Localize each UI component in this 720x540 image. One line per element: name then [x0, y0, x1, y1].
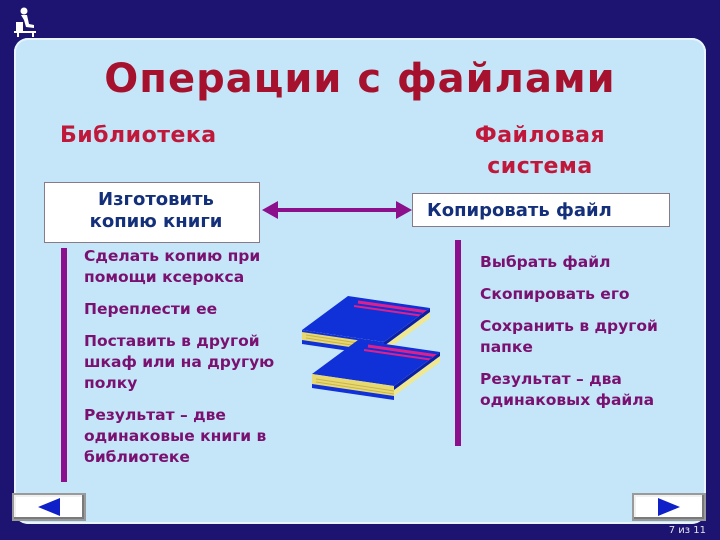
prev-slide-button[interactable]	[12, 493, 86, 521]
right-step-list: Выбрать файл Скопировать его Сохранить в…	[480, 252, 690, 422]
triangle-right-icon	[658, 498, 680, 516]
left-step-list: Сделать копию при помощи ксерокса Перепл…	[84, 246, 294, 479]
two-books-icon	[302, 296, 440, 400]
list-item: Результат – две одинаковые книги в библи…	[84, 406, 267, 466]
reader-at-desk-icon	[8, 4, 42, 38]
slide-title: Операции с файлами	[104, 56, 616, 102]
slide-panel	[14, 38, 706, 524]
list-item: Сделать копию при помощи ксерокса	[84, 247, 261, 286]
list-item: Скопировать его	[480, 285, 630, 303]
right-action-box: Копировать файл	[412, 193, 670, 227]
next-slide-button[interactable]	[632, 493, 706, 521]
list-item: Переплести ее	[84, 300, 218, 318]
double-arrow-icon	[262, 201, 412, 219]
left-action-box: Изготовить копию книги	[44, 182, 260, 243]
triangle-left-icon	[38, 498, 60, 516]
right-heading: Файловая система	[474, 123, 606, 179]
list-item: Поставить в другой шкаф или на другую по…	[84, 332, 275, 392]
right-divider-bar	[455, 240, 461, 446]
left-divider-bar	[61, 248, 67, 482]
left-heading: Библиотека	[60, 123, 217, 148]
list-item: Результат – два одинаковых файла	[480, 370, 655, 409]
list-item: Выбрать файл	[480, 253, 611, 271]
page-indicator: 7 из 11	[668, 525, 706, 536]
list-item: Сохранить в другой папке	[480, 317, 658, 356]
